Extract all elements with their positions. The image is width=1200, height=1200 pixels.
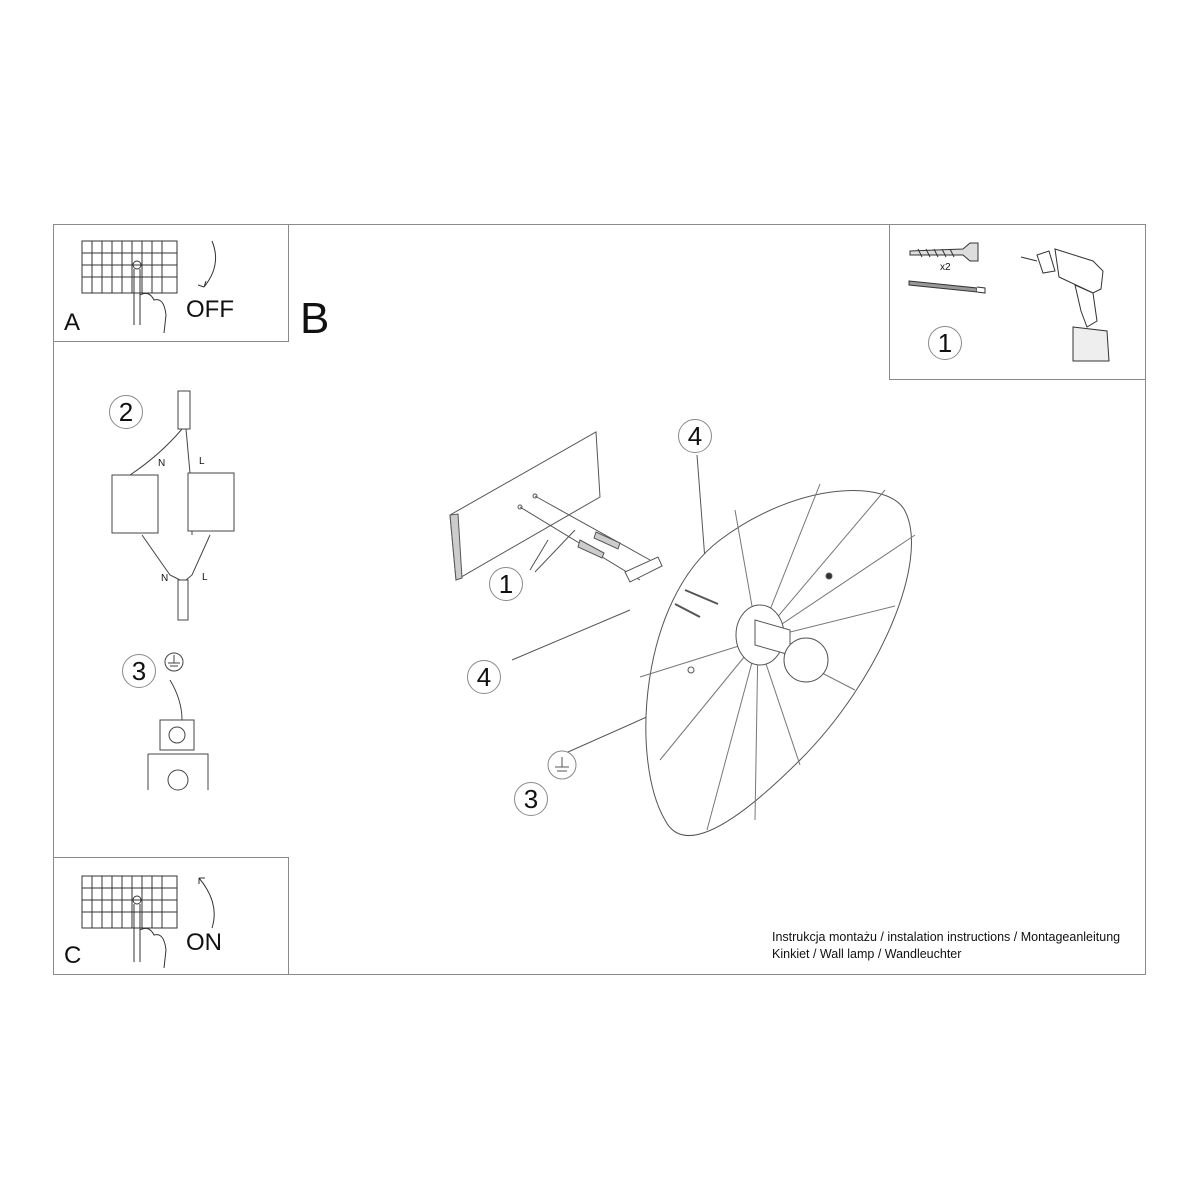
wall-plug-icon [909,242,979,262]
callout-4-shade: 4 [678,419,712,453]
step-3-badge: 3 [122,654,156,688]
callout-1: 1 [489,567,523,601]
step-1-badge: 1 [928,326,962,360]
on-label: ON [186,929,222,956]
circuit-breaker-icon [81,240,217,334]
caption-line-1: Instrukcja montażu / instalation instruc… [772,930,1121,944]
tools-panel: x2 1 [889,224,1146,380]
document-caption: Instrukcja montażu / instalation instruc… [772,929,1120,963]
wiring-diagram [111,390,235,621]
step-b-label: B [300,294,330,343]
outer-frame [53,224,1146,975]
drill-icon [1020,248,1110,362]
step-c-label: C [64,942,82,969]
panel-a-power-off: A OFF [53,224,289,342]
neutral-label-top: N [158,458,166,469]
off-label: OFF [186,296,234,323]
callout-4-screws: 4 [467,660,501,694]
live-label-top: L [199,456,205,467]
caption-line-2: Kinkiet / Wall lamp / Wandleuchter [772,947,962,961]
quantity-label: x2 [940,262,951,273]
callout-3-ground: 3 [514,782,548,816]
step-2-badge: 2 [109,395,143,429]
panel-c-power-on: C ON [53,857,289,975]
step-a-label: A [64,309,81,336]
ground-terminal-diagram [147,652,209,791]
neutral-label-bottom: N [161,573,169,584]
live-label-bottom: L [202,572,208,583]
circuit-breaker-icon [81,875,215,969]
screw-icon [908,280,986,294]
